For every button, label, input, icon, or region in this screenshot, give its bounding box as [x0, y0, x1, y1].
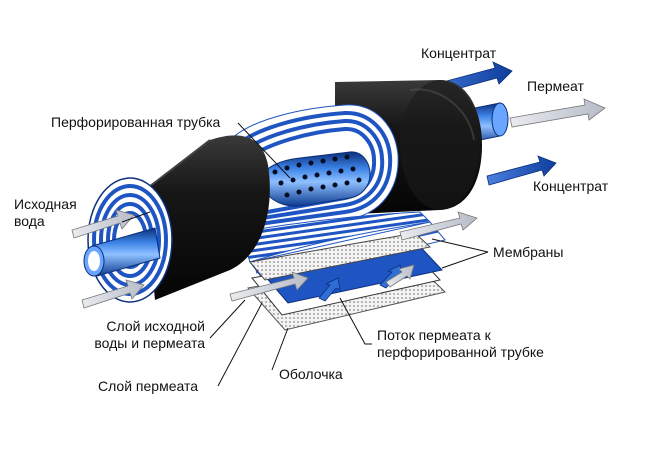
label-concentrate-top: Концентрат	[421, 45, 497, 61]
label-feed-water-line1: Исходная	[14, 196, 77, 212]
label-shell: Оболочка	[279, 366, 343, 382]
label-permeate: Пермеат	[527, 78, 584, 94]
feed-flow-arrow-upper	[399, 211, 478, 241]
feed-water-arrow-bottom	[81, 279, 145, 309]
layer-feed-spacer	[249, 232, 432, 281]
feed-permeate-flow-arrow	[229, 271, 309, 302]
membrane-flow-arrow-grey	[385, 264, 415, 288]
feed-water-arrow-top	[71, 209, 135, 239]
label-membranes: Мембраны	[493, 244, 564, 260]
permeate-to-tube-arrow-1	[318, 277, 341, 302]
label-permeate-flow-line1: Поток пермеата к	[377, 327, 491, 343]
label-concentrate-right: Концентрат	[533, 178, 609, 194]
perforation-holes	[272, 154, 362, 198]
shell-left-section	[144, 135, 270, 300]
label-perforated-tube: Перфорированная трубка	[51, 114, 221, 130]
exposed-membrane-wraps	[229, 104, 399, 233]
concentrate-arrow-right	[486, 155, 557, 186]
leader-lines	[121, 122, 489, 387]
permeate-arrow	[509, 98, 606, 128]
label-permeate-layer: Слой пермеата	[98, 378, 199, 394]
permeate-tube-left	[83, 227, 161, 277]
label-feed-permeate-layer-line1: Слой исходной	[106, 318, 205, 334]
label-feed-water-line2: вода	[14, 213, 45, 229]
label-feed-permeate-layer-line2: воды и пермеата	[94, 335, 205, 351]
label-permeate-flow-line2: перфорированной трубке	[377, 344, 544, 360]
